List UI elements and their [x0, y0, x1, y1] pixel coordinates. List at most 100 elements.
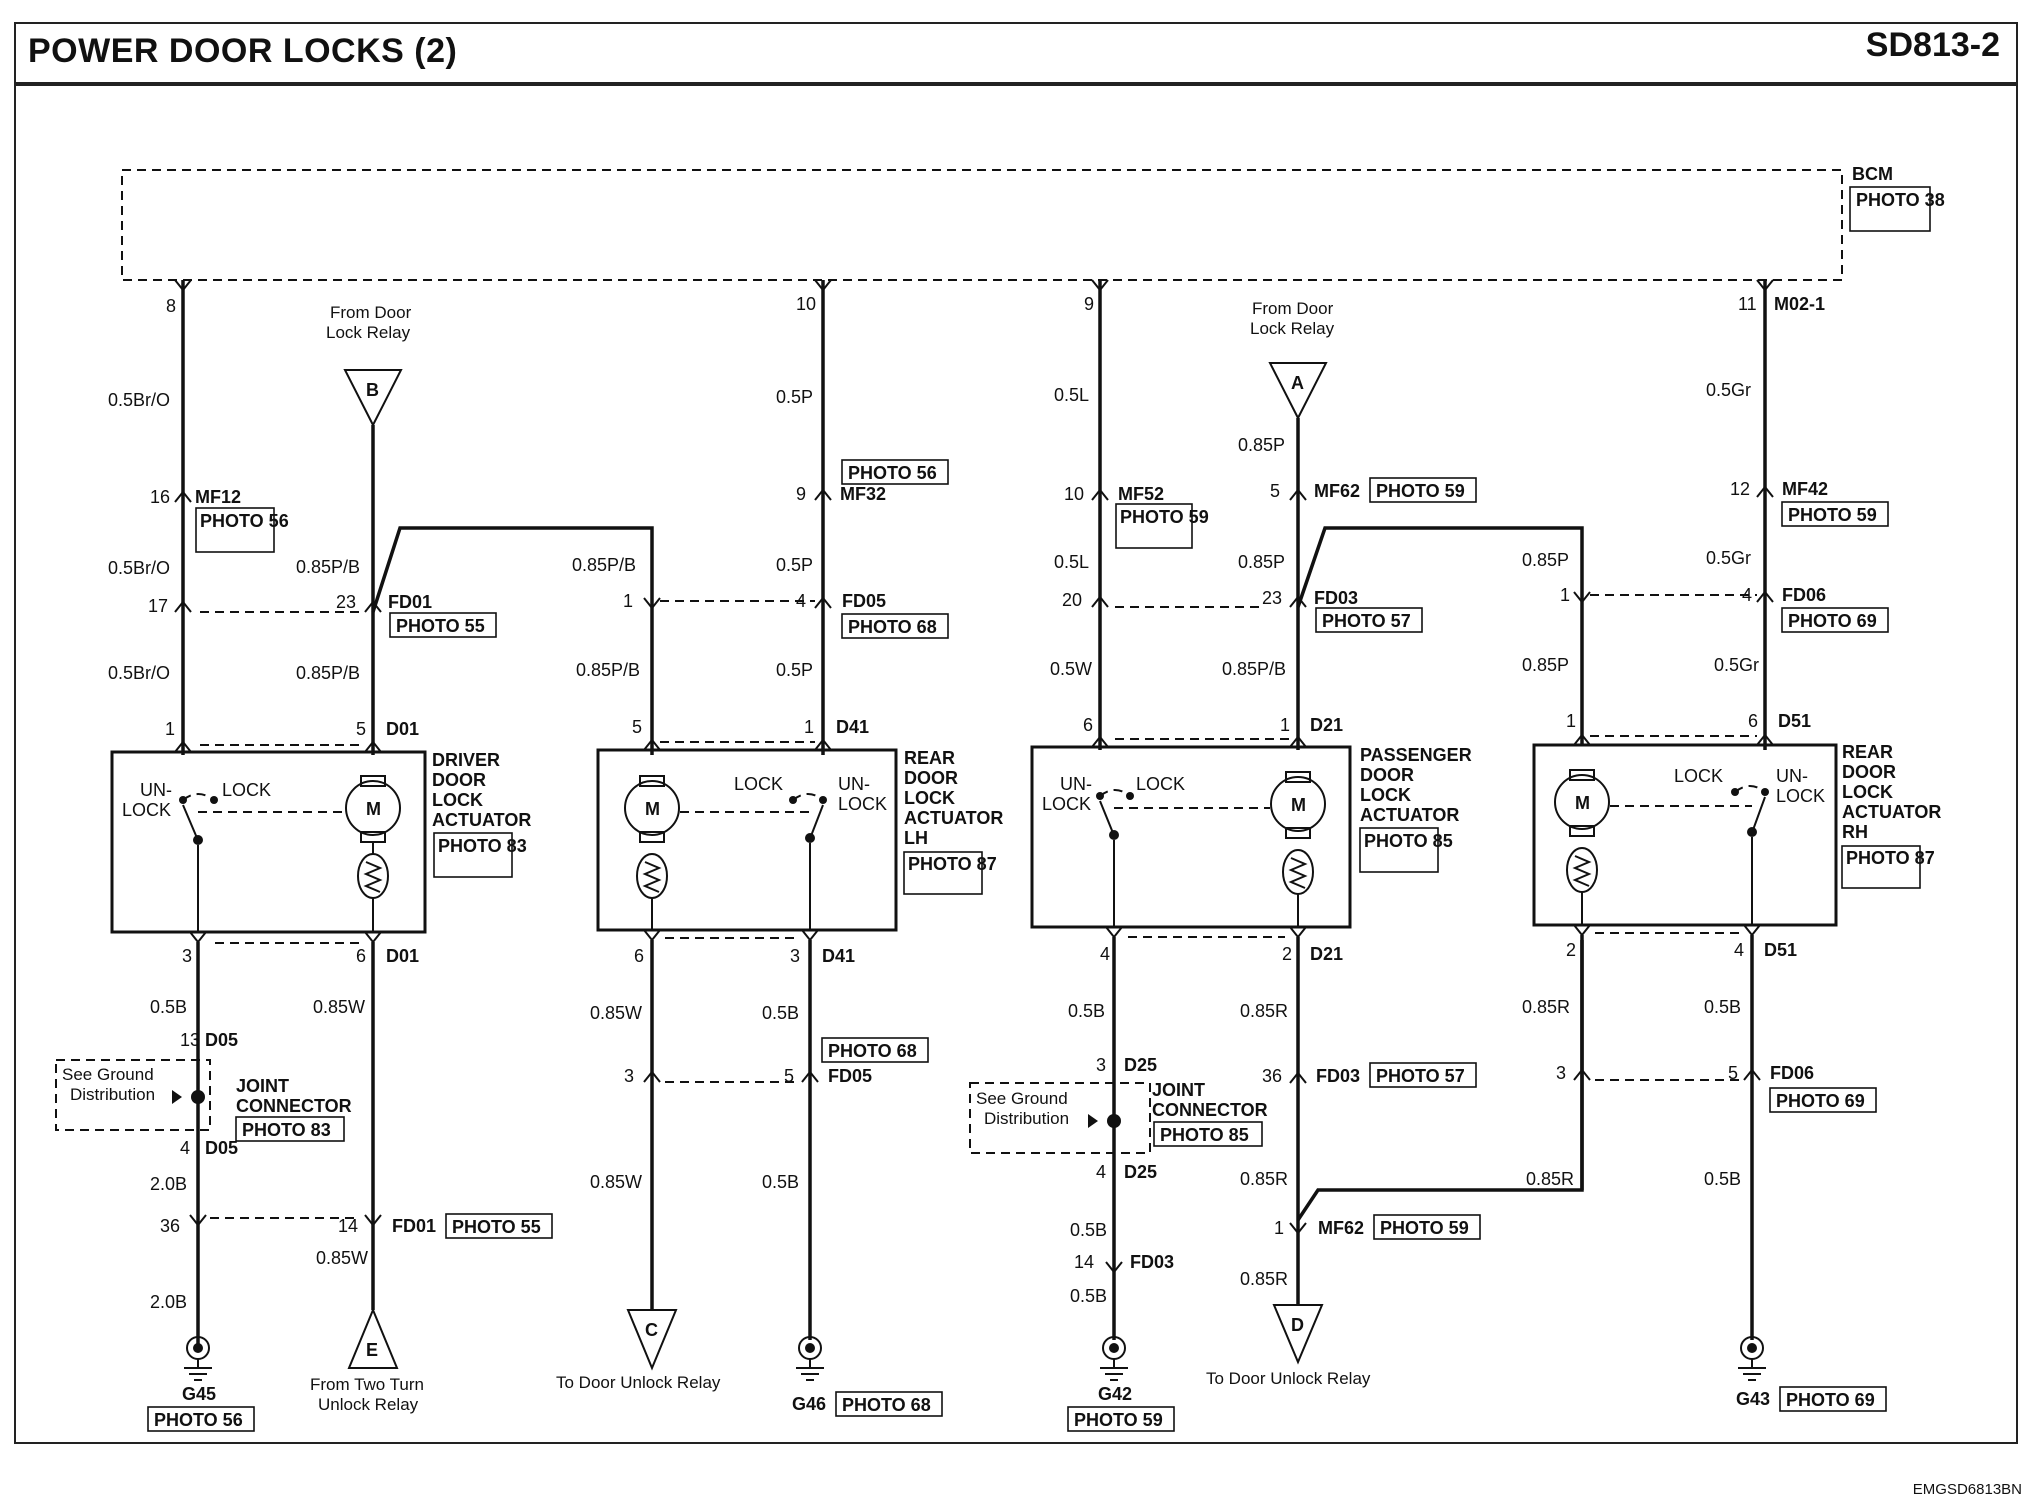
pin: 1 [1560, 585, 1570, 605]
motor-label: M [645, 799, 660, 819]
switch-label: UN- [140, 780, 172, 800]
pin: 3 [182, 946, 192, 966]
connector-id: MF62 [1318, 1218, 1364, 1238]
pin: 1 [165, 719, 175, 739]
connector-mark [1289, 488, 1307, 501]
photo-box [841, 459, 949, 485]
photo-box [1769, 1087, 1877, 1113]
connector-mark [1091, 595, 1109, 608]
pin: 6 [1748, 711, 1758, 731]
ground-dot [1747, 1343, 1757, 1353]
wire-label: 0.5Gr [1706, 548, 1751, 568]
pin: 5 [1270, 481, 1280, 501]
connector-mark [1289, 1071, 1307, 1084]
ground-id: G45 [182, 1384, 216, 1404]
wire-label: 0.5P [776, 660, 813, 680]
switch-label: UN- [1060, 774, 1092, 794]
photo-box [1315, 607, 1423, 633]
pin: 6 [356, 946, 366, 966]
connector-id: D01 [386, 719, 419, 739]
photo: PHOTO 83 [242, 1120, 331, 1140]
arrow [172, 1090, 182, 1104]
photo: PHOTO 59 [1376, 481, 1465, 501]
motor-circle [1270, 776, 1326, 832]
connector-mark [1756, 485, 1774, 498]
pin: 2 [1282, 944, 1292, 964]
pin: 4 [796, 591, 806, 611]
switch-arc [1099, 789, 1131, 797]
footer-code: EMGSD6813BN [1912, 1481, 2022, 1498]
bcm-module: BCM PHOTO 38 [121, 164, 1945, 281]
wire-label: 0.5Gr [1714, 655, 1759, 675]
photo: PHOTO 87 [1846, 848, 1935, 868]
photo-box [841, 613, 949, 639]
connector-id: FD06 [1782, 585, 1826, 605]
rear-rh-actuator-box [1532, 743, 1838, 927]
motor-label: M [1575, 793, 1590, 813]
wire-label: 0.5P [776, 387, 813, 407]
rear-rh-circuit: 11 M02-1 0.5Gr 12 MF42 PHOTO 59 0.5Gr 0.… [1522, 279, 1941, 1412]
connector-mark [364, 1214, 382, 1227]
connector-mark [1573, 733, 1591, 746]
pin: 1 [623, 591, 633, 611]
wire-label: 0.5Br/O [108, 558, 170, 578]
actuator-name: DOOR [1842, 762, 1896, 782]
connector-id: FD05 [842, 591, 886, 611]
bcm-dashed-box [121, 169, 1843, 281]
wire-label: 0.85P/B [296, 663, 360, 683]
switch-label: LOCK [222, 780, 271, 800]
photo-box [835, 1391, 943, 1417]
actuator-name: REAR [1842, 742, 1893, 762]
switch-arc [182, 793, 215, 801]
switch-label: LOCK [838, 794, 887, 814]
pin: 1 [1280, 715, 1290, 735]
connector-id: FD05 [828, 1066, 872, 1086]
connector-id: D21 [1310, 715, 1343, 735]
photo-box [389, 612, 497, 638]
switch-arc [1734, 785, 1766, 793]
photo-box [903, 851, 983, 895]
motor-brush [639, 775, 665, 787]
note: See Ground [976, 1089, 1068, 1108]
actuator-name: DOOR [904, 768, 958, 788]
photo-box [1373, 1214, 1481, 1240]
pin: 1 [804, 717, 814, 737]
photo-box [1781, 501, 1889, 527]
ground-id: G43 [1736, 1389, 1770, 1409]
joint-label: JOINT [1152, 1080, 1205, 1100]
motor-circle [624, 780, 680, 836]
motor-brush [1569, 825, 1595, 837]
photo-box [235, 1116, 345, 1142]
connector-id: MF52 [1118, 484, 1164, 504]
connector-id: M02-1 [1774, 294, 1825, 314]
wire-label: 0.5B [1068, 1001, 1105, 1021]
pin: 10 [1064, 484, 1084, 504]
switch-label: LOCK [1136, 774, 1185, 794]
terminal-e: E [366, 1340, 378, 1360]
pin: 20 [1062, 590, 1082, 610]
connector-id: MF62 [1314, 481, 1360, 501]
photo-box [1369, 1062, 1477, 1088]
wire-label: 0.85R [1240, 1001, 1288, 1021]
note: From Door [1252, 299, 1334, 318]
pin: 9 [796, 484, 806, 504]
note: Lock Relay [1250, 319, 1335, 338]
motor-label: M [1291, 795, 1306, 815]
connector-id: FD01 [388, 592, 432, 612]
pin: 8 [166, 296, 176, 316]
wire-label: 0.85R [1526, 1169, 1574, 1189]
wire-label: 0.85P [1522, 655, 1569, 675]
wire-label: 0.5B [762, 1172, 799, 1192]
terminal-d-triangle [1272, 1304, 1324, 1365]
connector-mark [801, 1070, 819, 1083]
photo: PHOTO 59 [1074, 1410, 1163, 1430]
connector-id: D41 [836, 717, 869, 737]
wire-label: 0.5P [776, 555, 813, 575]
switch-label: LOCK [122, 800, 171, 820]
photo: PHOTO 56 [848, 463, 937, 483]
pin: 14 [338, 1216, 358, 1236]
motor-label: M [366, 799, 381, 819]
pin: 4 [1100, 944, 1110, 964]
connector-id: D01 [386, 946, 419, 966]
wire-label: 0.5B [150, 997, 187, 1017]
